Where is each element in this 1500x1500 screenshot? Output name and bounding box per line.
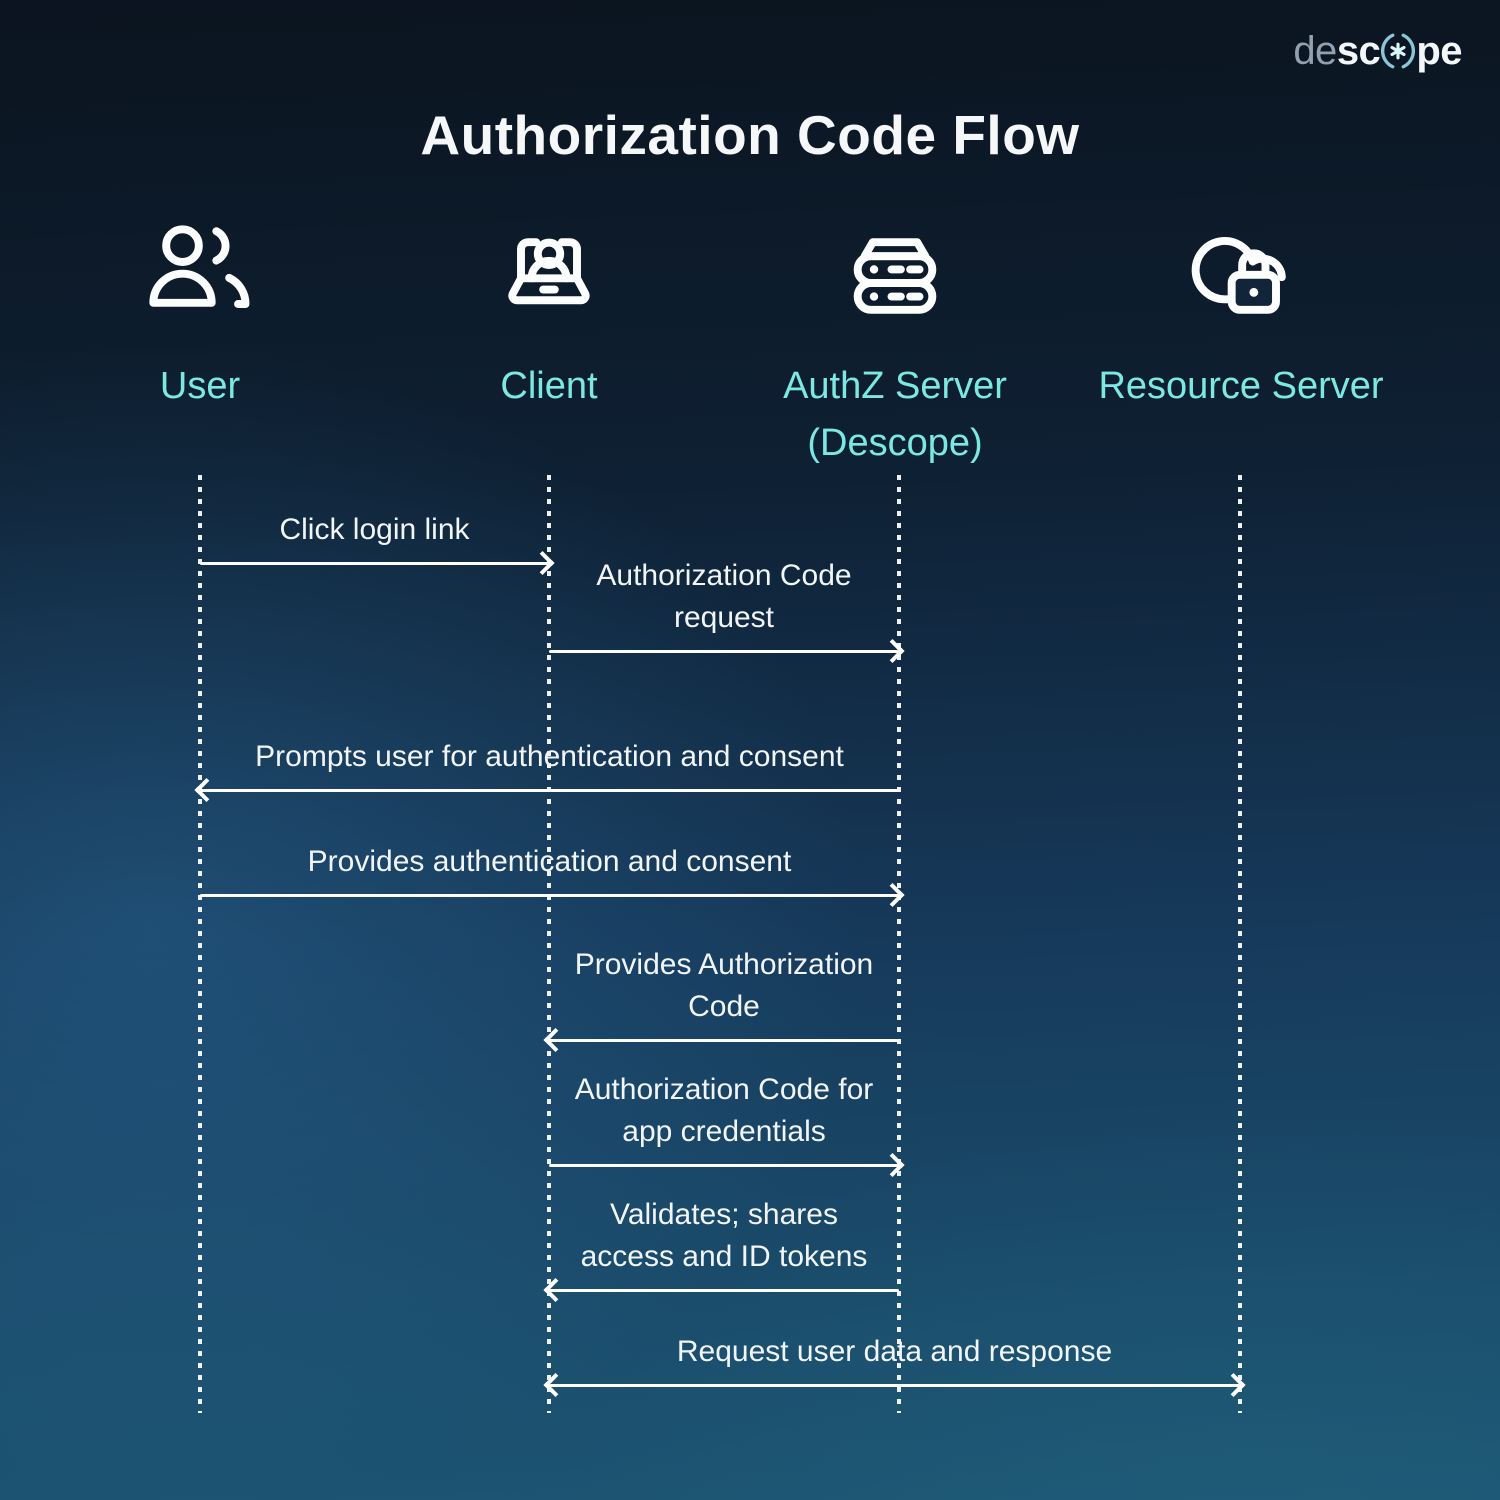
message-label: Provides authentication and consent bbox=[307, 844, 792, 878]
message-provides-authorization-code: Provides Authorization Code bbox=[543, 947, 899, 1053]
arrow-left bbox=[194, 778, 899, 803]
actor-resource-server: Resource Server bbox=[1041, 220, 1441, 415]
arrow-right bbox=[200, 551, 555, 576]
users-icon bbox=[144, 220, 256, 332]
actor-user: User bbox=[0, 220, 400, 415]
message-click-login-link: Click login link bbox=[200, 495, 555, 576]
arrow-left bbox=[543, 1278, 899, 1303]
message-label: Authorization Code for app credentials bbox=[574, 1072, 874, 1148]
message-prompts-user: Prompts user for authentication and cons… bbox=[194, 722, 899, 803]
message-label: Request user data and response bbox=[676, 1334, 1113, 1368]
page-title: Authorization Code Flow bbox=[420, 104, 1080, 166]
actor-label-user: User bbox=[159, 365, 241, 407]
message-label: Prompts user for authentication and cons… bbox=[255, 739, 844, 773]
cloud-lock-icon bbox=[1185, 220, 1297, 332]
actor-label-client: Client bbox=[500, 365, 598, 407]
actor-label-authz-line2: (Descope) bbox=[807, 422, 983, 464]
logo-text-de: de bbox=[1293, 29, 1337, 73]
actor-label-authz-line1: AuthZ Server bbox=[783, 365, 1007, 407]
message-authorization-code-request: Authorization Code request bbox=[549, 558, 905, 664]
server-icon bbox=[839, 220, 951, 332]
actor-client: Client bbox=[349, 220, 749, 415]
actor-label-resource: Resource Server bbox=[1098, 365, 1384, 407]
lifeline-resource-server bbox=[1238, 475, 1242, 1413]
message-label: Authorization Code request bbox=[596, 558, 852, 634]
logo-text-sc: sc bbox=[1336, 29, 1381, 73]
message-label: Provides Authorization Code bbox=[574, 947, 874, 1023]
descope-o-icon bbox=[1380, 30, 1416, 72]
arrow-both bbox=[543, 1373, 1246, 1398]
arrow-right bbox=[200, 883, 905, 908]
message-request-user-data: Request user data and response bbox=[543, 1317, 1246, 1398]
message-provides-auth-consent: Provides authentication and consent bbox=[200, 827, 905, 908]
message-label: Validates; shares access and ID tokens bbox=[580, 1197, 868, 1273]
message-code-for-app-credentials: Authorization Code for app credentials bbox=[549, 1072, 905, 1178]
actor-authz-server: AuthZ Server (Descope) bbox=[695, 220, 1095, 472]
laptop-user-icon bbox=[493, 220, 605, 332]
lifeline-authz-server bbox=[897, 475, 901, 1413]
lifeline-user bbox=[198, 475, 202, 1413]
actor-label-authz: AuthZ Server (Descope) bbox=[783, 358, 1007, 472]
message-validates-shares-tokens: Validates; shares access and ID tokens bbox=[543, 1197, 899, 1303]
message-label: Click login link bbox=[279, 512, 470, 546]
arrow-right bbox=[549, 639, 905, 664]
arrow-left bbox=[543, 1028, 899, 1053]
logo-text-pe: pe bbox=[1416, 29, 1462, 73]
arrow-right bbox=[549, 1153, 905, 1178]
lifeline-client bbox=[547, 475, 551, 1413]
